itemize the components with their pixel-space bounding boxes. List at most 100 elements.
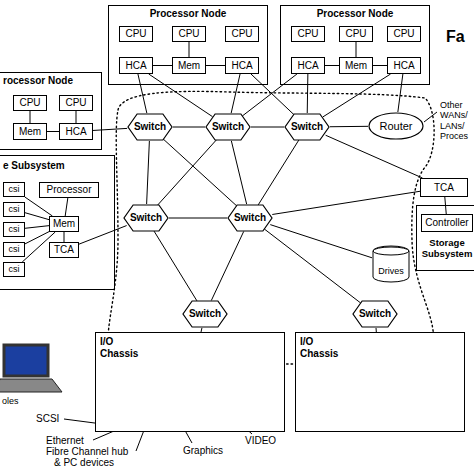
node-label: csi xyxy=(9,204,20,214)
link-line xyxy=(138,74,147,113)
link-line xyxy=(65,198,68,216)
link-line xyxy=(272,191,420,214)
io-chassis: I/O Chassis xyxy=(295,332,465,432)
link-line xyxy=(270,225,372,258)
link-line xyxy=(307,74,309,113)
switch-hexagon xyxy=(183,301,227,327)
switch-hexagon xyxy=(124,205,168,231)
link-line xyxy=(25,213,49,220)
node-label: Mem xyxy=(53,218,75,230)
cpu-box: CPU xyxy=(119,26,153,42)
hca-box: HCA xyxy=(59,123,93,140)
node-title: Storage Subsystem xyxy=(419,238,474,260)
node-label: Processor xyxy=(46,184,91,196)
link-line xyxy=(25,232,49,244)
processor-node: Processor NodeCPUCPUCPUHCAMemHCA xyxy=(280,5,430,85)
link-line xyxy=(356,42,357,57)
storage-subsystem: Storage Subsystem Controller xyxy=(416,205,474,271)
node-label: TCA xyxy=(434,182,454,194)
link-line xyxy=(25,226,49,229)
link-line xyxy=(189,42,190,57)
cpu-box: CPU xyxy=(291,26,325,42)
link-line xyxy=(373,65,387,66)
tca-box: TCA xyxy=(49,242,79,258)
link-line xyxy=(242,74,297,116)
link-line xyxy=(251,127,284,128)
node-label: Drives xyxy=(378,266,404,276)
drives-cylinder: Drives xyxy=(372,246,410,282)
cylinder-top xyxy=(373,247,409,255)
node-label: CPU xyxy=(297,28,318,40)
hca-box: HCA xyxy=(387,57,421,74)
switch-hexagon xyxy=(128,114,172,140)
link-line xyxy=(153,65,172,66)
link-line xyxy=(149,74,213,117)
link-line xyxy=(251,74,295,115)
controller-box: Controller xyxy=(421,214,473,232)
node-label: Switch xyxy=(291,121,323,133)
link-line xyxy=(398,74,403,112)
link-line xyxy=(30,111,31,123)
fabric-boundary xyxy=(108,91,434,364)
node-label: Switch xyxy=(359,308,391,320)
cpu-box: CPU xyxy=(59,95,93,111)
memory-box: Mem xyxy=(13,123,47,140)
annotation: oles xyxy=(2,396,19,406)
fabric-title: Fa xyxy=(446,28,465,46)
switch-hexagon xyxy=(228,205,272,231)
node-label: CPU xyxy=(125,28,146,40)
node-label: HCA xyxy=(125,60,146,72)
annotation: Fibre Channel hub xyxy=(46,446,128,458)
tca-box: TCA xyxy=(420,178,468,197)
link-line xyxy=(154,231,197,301)
scsi-box: csi xyxy=(3,262,25,277)
link-line xyxy=(206,65,225,66)
switch: Switch xyxy=(123,204,169,232)
switch: Switch xyxy=(127,113,173,141)
link-line xyxy=(93,128,127,130)
node-title: rocessor Node xyxy=(3,75,73,87)
node-title: Processor Node xyxy=(281,8,429,20)
io-chassis: I/O Chassis xyxy=(95,332,285,432)
drives-cylinder-outline xyxy=(372,246,410,282)
link-line xyxy=(258,140,299,205)
link-line xyxy=(326,135,423,178)
node-title: I/O Chassis xyxy=(100,336,148,359)
annotation: Graphics xyxy=(183,445,223,457)
link-line xyxy=(147,141,150,204)
scsi-box: csi xyxy=(3,202,25,217)
node-label: CPU xyxy=(231,28,252,40)
link-line xyxy=(79,226,127,245)
hca-box: HCA xyxy=(291,57,325,74)
node-label: HCA xyxy=(393,60,414,72)
switch: Switch xyxy=(205,113,251,141)
link-line xyxy=(163,139,237,207)
storage-subsystem: e SubsystemcsicsicsicsicsiProcessorMemTC… xyxy=(0,155,115,290)
link-line xyxy=(211,231,243,300)
cpu-box: CPU xyxy=(13,95,47,111)
node-label: Mem xyxy=(178,60,200,72)
link-line xyxy=(323,74,391,117)
processor-node: rocessor NodeCPU CPU Mem HCA xyxy=(0,72,102,150)
link-line xyxy=(169,218,227,219)
scsi-box: csi xyxy=(3,222,25,237)
node-label: Router xyxy=(379,120,412,133)
annotation: SCSI xyxy=(36,413,59,425)
switch-hexagon xyxy=(206,114,250,140)
link-line xyxy=(264,229,360,303)
node-title: I/O Chassis xyxy=(300,336,348,359)
node-label: Switch xyxy=(130,212,162,224)
cpu-box: CPU xyxy=(387,26,421,42)
link-line xyxy=(25,197,53,216)
link-line xyxy=(47,131,59,132)
router: Router xyxy=(368,112,424,140)
switch: Switch xyxy=(182,300,228,328)
node-label: Switch xyxy=(134,121,166,133)
node-label: Switch xyxy=(189,308,221,320)
cylinder-body xyxy=(373,246,409,282)
node-label: CPU xyxy=(178,28,199,40)
laptop-icon xyxy=(0,345,62,392)
switch: Switch xyxy=(284,113,330,141)
node-title: Processor Node xyxy=(109,8,267,20)
scsi-box: csi xyxy=(3,242,25,257)
